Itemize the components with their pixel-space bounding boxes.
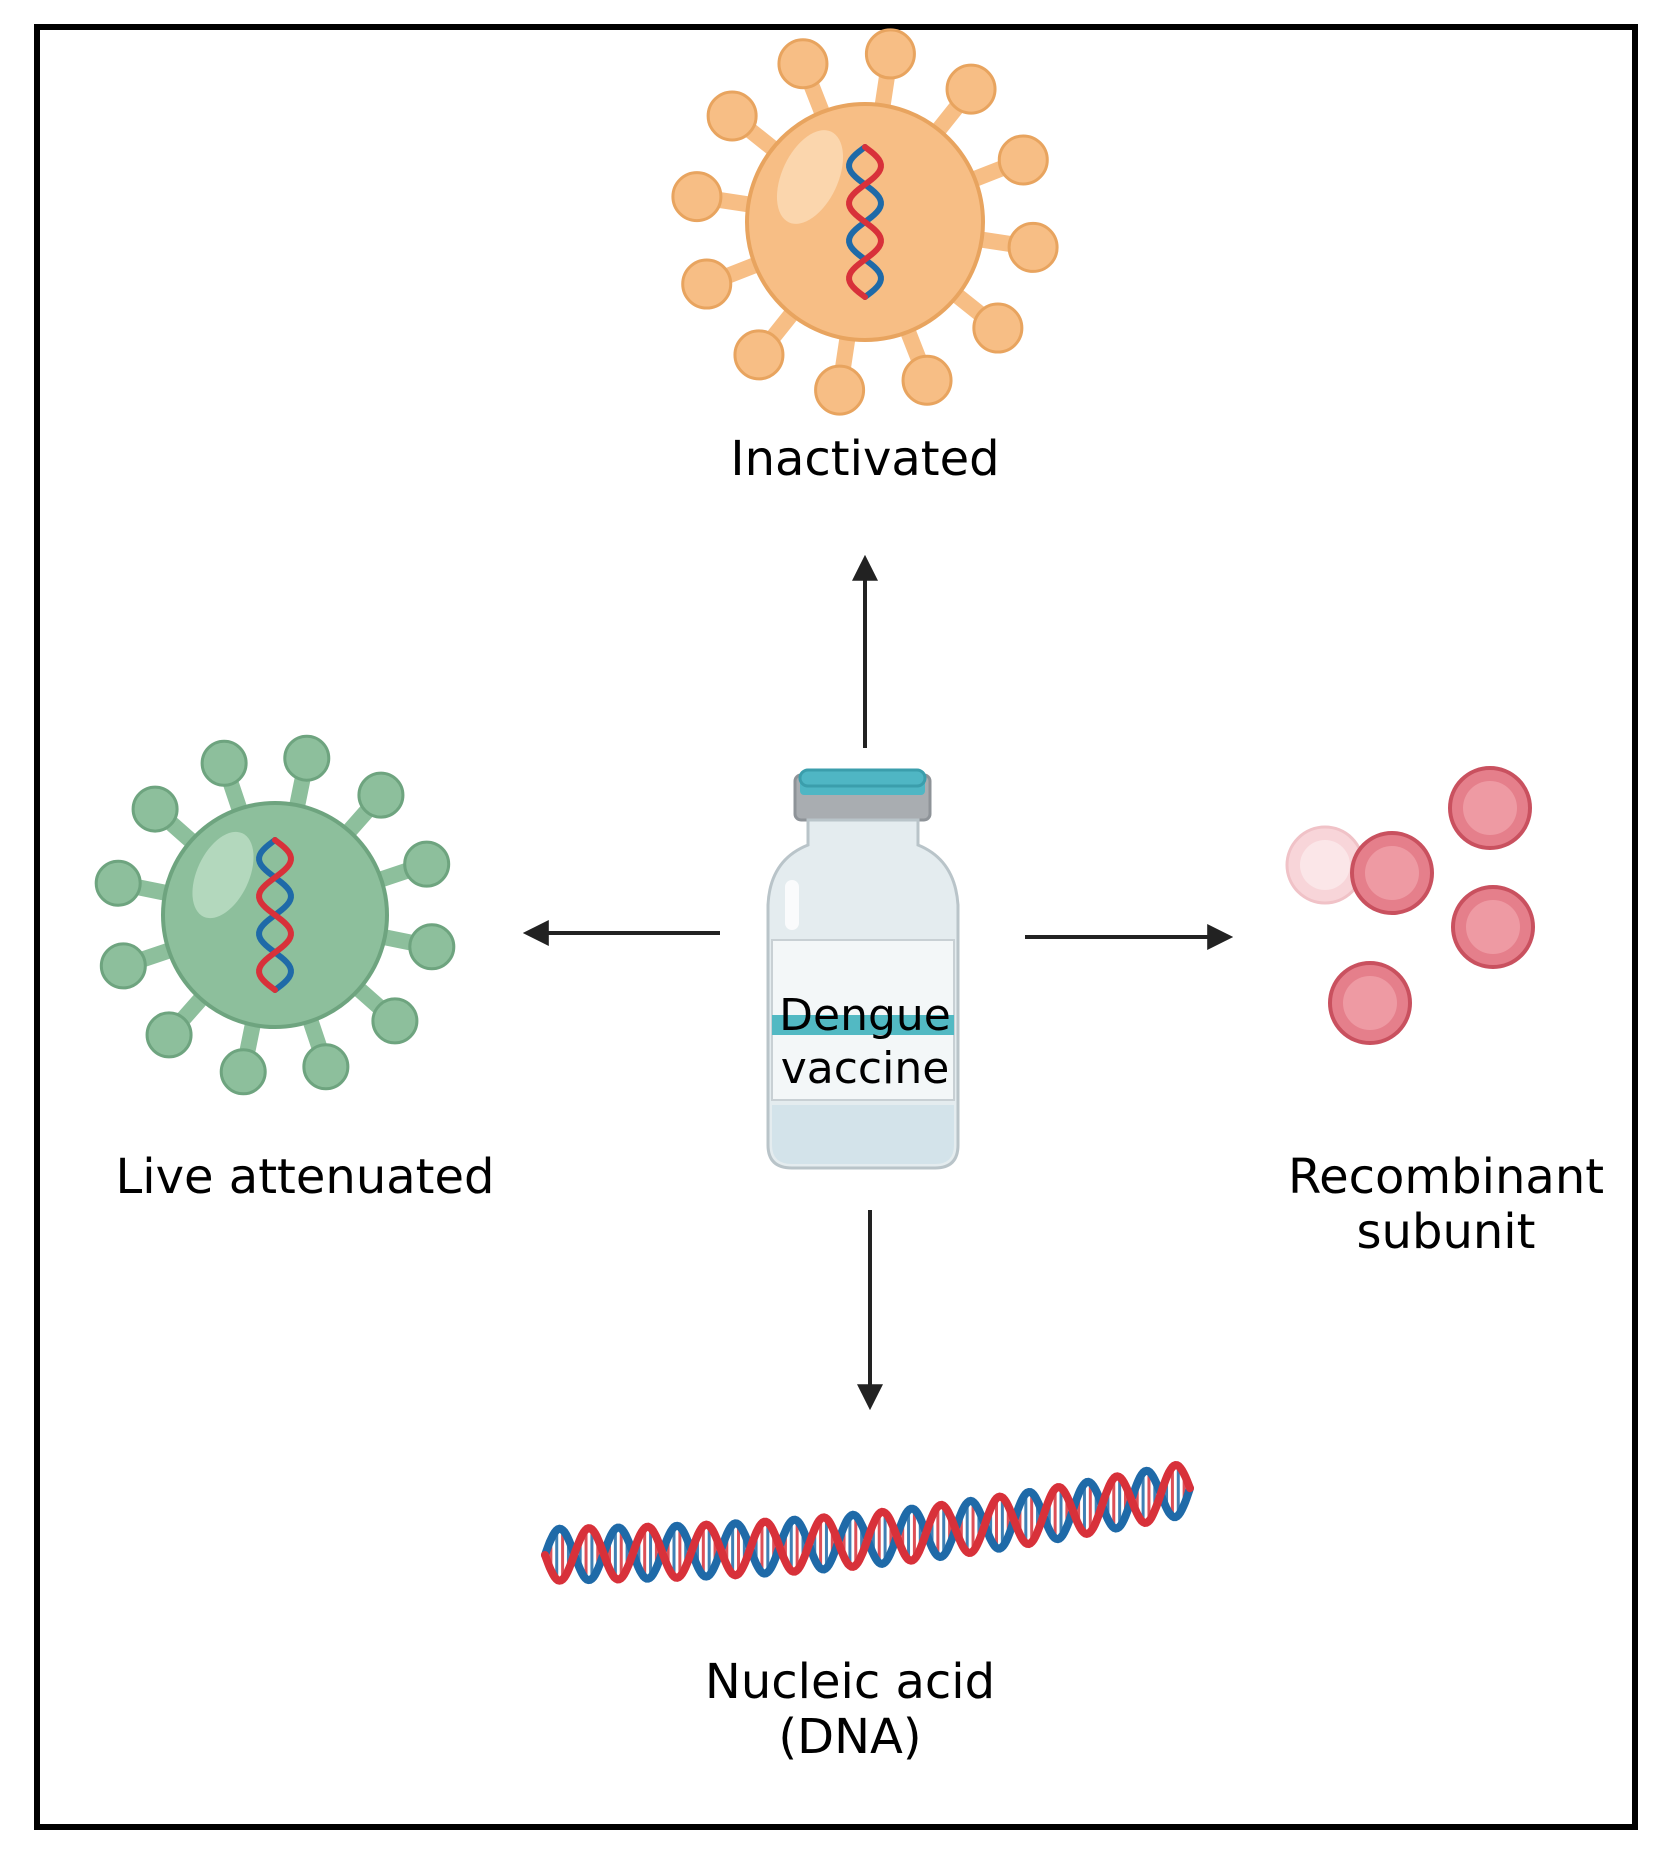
live-attenuated-virus-icon [94, 734, 456, 1096]
vial-label-text: Dengue vaccine [779, 990, 951, 1094]
inactivated-virus-icon [671, 28, 1059, 416]
protein-subunit-icon [1285, 766, 1535, 1045]
label-live-attenuated: Live attenuated [115, 1149, 495, 1205]
label-nucleic-acid: Nucleic acid (DNA) [704, 1654, 996, 1766]
vaccine-vial-icon [766, 768, 960, 1170]
dna-double-helix-icon [541, 1461, 1194, 1585]
label-recombinant-subunit: Recombinant subunit [1287, 1149, 1605, 1261]
label-inactivated: Inactivated [730, 431, 1000, 487]
